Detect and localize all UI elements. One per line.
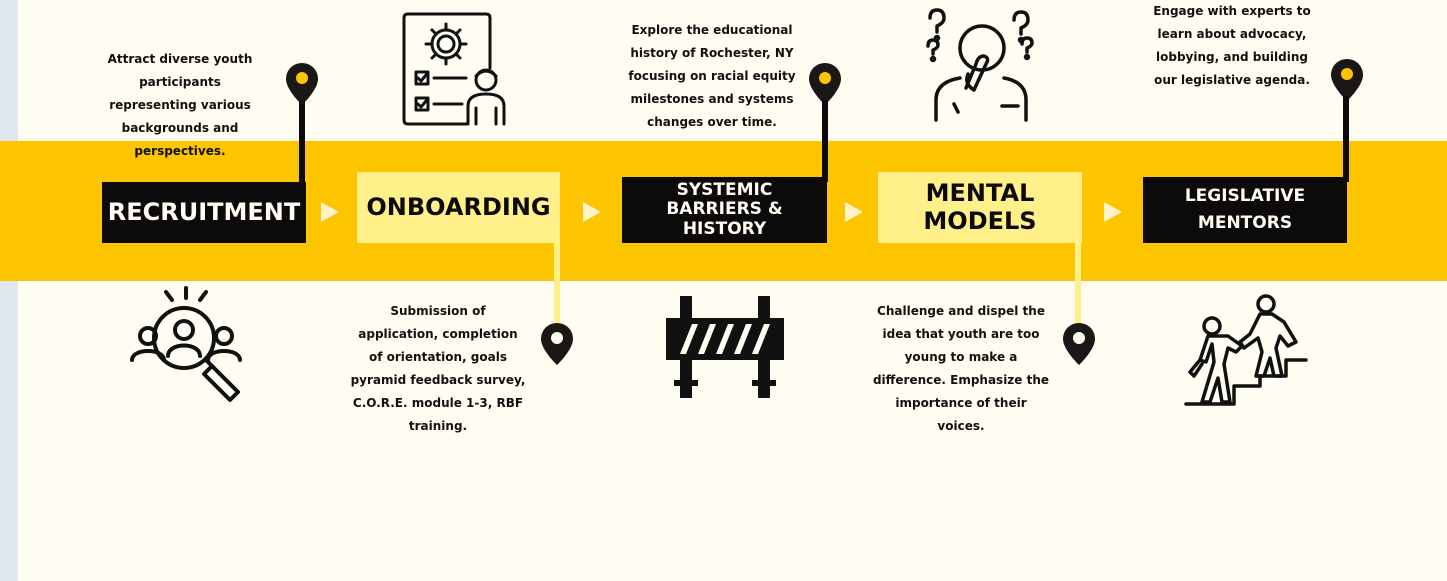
location-pin-icon bbox=[809, 63, 841, 105]
location-pin-icon bbox=[286, 63, 318, 105]
connector-stem-mental-models bbox=[1075, 243, 1081, 333]
road-barrier-icon bbox=[666, 296, 784, 398]
stage-description-legislative-mentors: Engage with experts to learn about advoc… bbox=[1153, 4, 1311, 87]
stage-description-onboarding: Submission of application, completion of… bbox=[350, 304, 526, 433]
checklist-person-icon bbox=[402, 12, 506, 126]
connector-stem-onboarding bbox=[554, 243, 560, 333]
thinking-person-icon bbox=[926, 8, 1034, 122]
location-pin-icon bbox=[1063, 323, 1095, 365]
location-pin-icon bbox=[541, 323, 573, 365]
flow-arrow-2 bbox=[583, 202, 601, 222]
location-pin-icon bbox=[1331, 59, 1363, 101]
connector-stem-recruitment bbox=[299, 100, 305, 182]
flow-arrow-1 bbox=[321, 202, 339, 222]
mentor-climbing-icon bbox=[1184, 294, 1308, 406]
flow-arrow-3 bbox=[845, 202, 863, 222]
stage-box-recruitment: RECRUITMENT bbox=[102, 182, 306, 243]
stage-description-mental-models: Challenge and dispel the idea that youth… bbox=[872, 304, 1050, 433]
stage-box-systemic-barriers: SYSTEMIC BARRIERS & HISTORY bbox=[622, 177, 827, 243]
canvas bbox=[18, 0, 1447, 581]
connector-stem-legislative-mentors bbox=[1343, 96, 1349, 182]
stage-box-mental-models: MENTAL MODELS bbox=[878, 172, 1082, 243]
stage-box-onboarding: ONBOARDING bbox=[357, 172, 560, 243]
stage-description-recruitment: Attract diverse youth participants repre… bbox=[107, 52, 253, 158]
stage-description-systemic-barriers: Explore the educational history of Roche… bbox=[628, 23, 796, 129]
flow-arrow-4 bbox=[1104, 202, 1122, 222]
search-people-icon bbox=[130, 286, 242, 402]
connector-stem-systemic-barriers bbox=[822, 100, 828, 182]
stage-box-legislative-mentors: LEGISLATIVE MENTORS bbox=[1143, 177, 1347, 243]
